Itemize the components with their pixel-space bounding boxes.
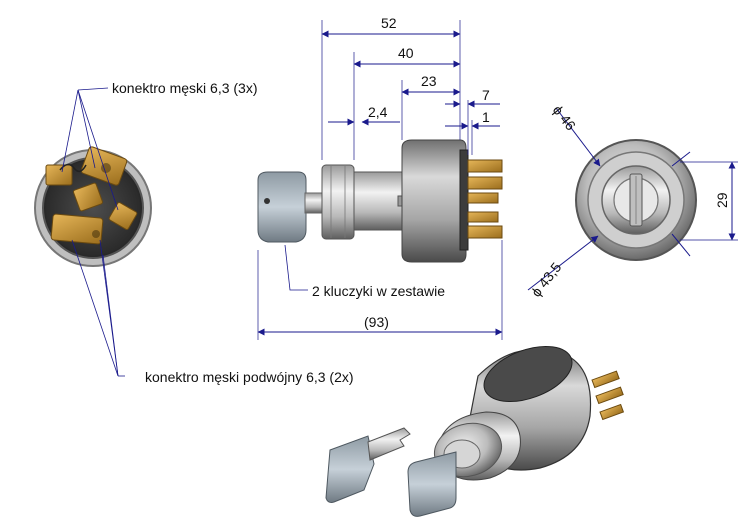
dim-diameter-43-5: ϕ 43,5 bbox=[528, 259, 565, 300]
connector-leaders bbox=[61, 87, 125, 377]
dim-1: 1 bbox=[482, 109, 490, 125]
dim-23: 23 bbox=[421, 73, 437, 89]
dim-7: 7 bbox=[482, 87, 490, 103]
terminals-iso bbox=[591, 370, 625, 421]
dim-52: 52 bbox=[381, 15, 397, 31]
loose-key bbox=[325, 427, 411, 503]
front-view bbox=[575, 139, 697, 261]
dim-29: 29 bbox=[714, 192, 730, 208]
side-view bbox=[257, 139, 503, 263]
male-connector-label: konektro męski 6,3 (3x) bbox=[112, 80, 258, 96]
rear-view bbox=[34, 146, 152, 267]
side-dimensions bbox=[257, 20, 503, 340]
dim-2-4: 2,4 bbox=[368, 104, 388, 120]
rear-terminal-5 bbox=[108, 202, 138, 230]
keys-label: 2 kluczyki w zestawie bbox=[312, 283, 445, 299]
rear-terminal-3 bbox=[73, 182, 103, 212]
rear-terminal-4 bbox=[50, 213, 104, 245]
front-dimensions bbox=[527, 107, 738, 291]
dim-93: (93) bbox=[364, 314, 389, 330]
inserted-key bbox=[407, 451, 457, 517]
isometric-view bbox=[325, 346, 625, 517]
key-side bbox=[257, 171, 326, 243]
dim-40: 40 bbox=[398, 45, 414, 61]
terminals-side bbox=[467, 159, 503, 239]
dim-diameter-46: ϕ 46 bbox=[550, 102, 580, 134]
keys-leader bbox=[284, 244, 308, 291]
male-connector-double-label: konektro męski podwójny 6,3 (2x) bbox=[145, 369, 354, 385]
rear-terminal-2 bbox=[45, 164, 73, 186]
